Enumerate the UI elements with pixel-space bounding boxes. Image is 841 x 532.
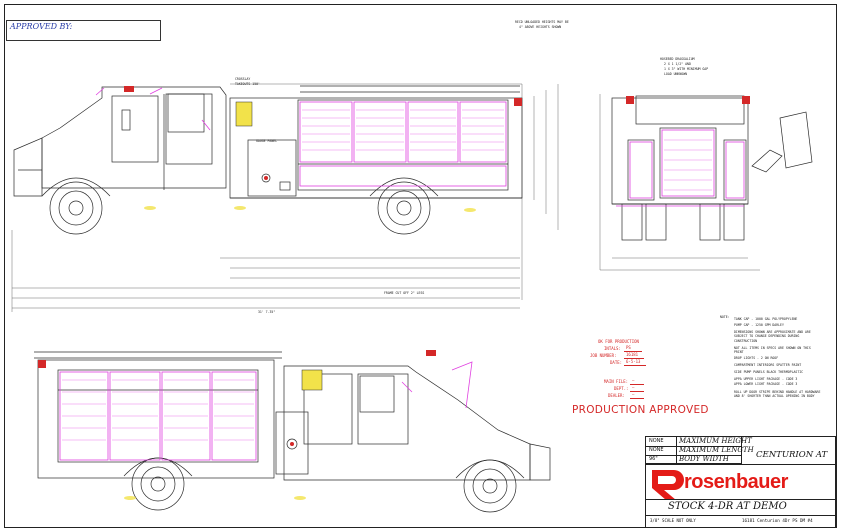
rear-view [599,94,813,271]
max-height-value: NONE [649,438,664,444]
production-approved-stamp: PRODUCTION APPROVED [572,404,709,416]
header-note-line-2: 4" ABOVE HEIGHTS SHOWN [519,25,562,29]
ok-for-production: OK FOR PRODUCTION [598,339,639,344]
company-logotype: rosenbauer [684,471,788,493]
file-reference: 16181 Centurion 4Dr PS DM #4 [742,518,813,523]
compartment-hatching [62,109,712,441]
crosslay-callout-2: TAKEOUTS 150' [235,82,260,86]
date-value: 6-5-13 [626,359,641,364]
date-label: DATE: [610,360,623,365]
side-view [11,83,559,312]
note-item: ROLL UP DOOR STRIPE BEHIND HANDLE AT HAR… [734,390,821,399]
compartment-outlines [59,87,745,461]
gauge-panel-callout: GAUGE PANEL [256,139,278,143]
ground-lights [124,206,476,500]
overall-length-dimension: 31' 7.35" [258,310,276,314]
job-number-label: JOB NUMBER: [590,353,617,358]
note-item: TANK CAP - 1000 GAL POLYPROPYLENE [734,317,798,321]
initials-label: INTALS: [604,346,621,351]
note-item: DIMENSIONS SHOWN ARE APPROXIMATE AND ARE… [734,330,811,343]
main-file-value: – [632,378,635,383]
crosslay-callout-1: CROSSLAY [235,77,251,81]
warning-lights [38,86,750,446]
dept-value: – [632,385,635,390]
drawing-title: STOCK 4-DR AT DEMO [668,501,787,512]
approval-box[interactable] [6,20,161,41]
dealer-label: DEALER: [608,393,625,398]
lower-side-view [34,351,551,513]
note-item: PUMP CAP - 1250 GPM DARLEY [734,323,784,327]
job-number-value: 16181 [626,352,639,357]
note-item: NOT ALL ITEMS IN SPECS ARE SHOWN ON THIS… [734,346,811,355]
model-name: CENTURION AT [756,450,828,460]
header-note-line-1: RECD UNLOADED HEIGHTS MAY BE [515,20,569,24]
note-item: APPA UPPER LIGHT PACKAGE - CODE 3 [734,377,798,381]
approved-by-label: APPROVED BY: [10,22,73,31]
dept-label: DEPT.: [614,386,629,391]
dealer-value: – [632,392,635,397]
max-height-label: MAXIMUM HEIGHT [679,437,752,445]
note-item: SIDE PUMP PANELS BLACK THERMOPLASTIC [734,370,804,374]
scale-note: 3/8" SCALE NOT ONLY [650,518,696,523]
note-item: APPA LOWER LIGHT PACKAGE - CODE 3 [734,382,798,386]
note-item: DROP LIGHTS - 2 ON ROOF [734,356,779,360]
title-block: NONE MAXIMUM HEIGHT NONE MAXIMUM LENGTH … [645,436,836,528]
initials-value: PS [626,345,631,350]
max-length-value: NONE [649,447,664,453]
rosenbauer-logo-mark [652,470,684,500]
body-width-value: 96" [649,456,658,462]
main-file-label: MAIN FILE: [604,379,629,384]
rear-callout-2: 2 X 1 1/2" AND [664,62,691,66]
sheet-border [4,4,837,528]
max-length-label: MAXIMUM LENGTH [679,446,754,454]
note-item: COMPARTMENT INTERIORS SPATTER PAINT [734,363,802,367]
notes-heading: NOTE: [720,315,730,319]
body-width-label: BODY WIDTH [679,455,729,463]
frame-cut-off-note: FRAME CUT OFF 2" LESS [384,291,425,295]
rear-callout-1: HOSEBED DRAGGALIUM [660,57,695,61]
rear-callout-4: LOAD UNKNOWN [664,72,688,76]
rear-callout-3: 1 X 3" WITH MINIMUM GAP [664,67,709,71]
